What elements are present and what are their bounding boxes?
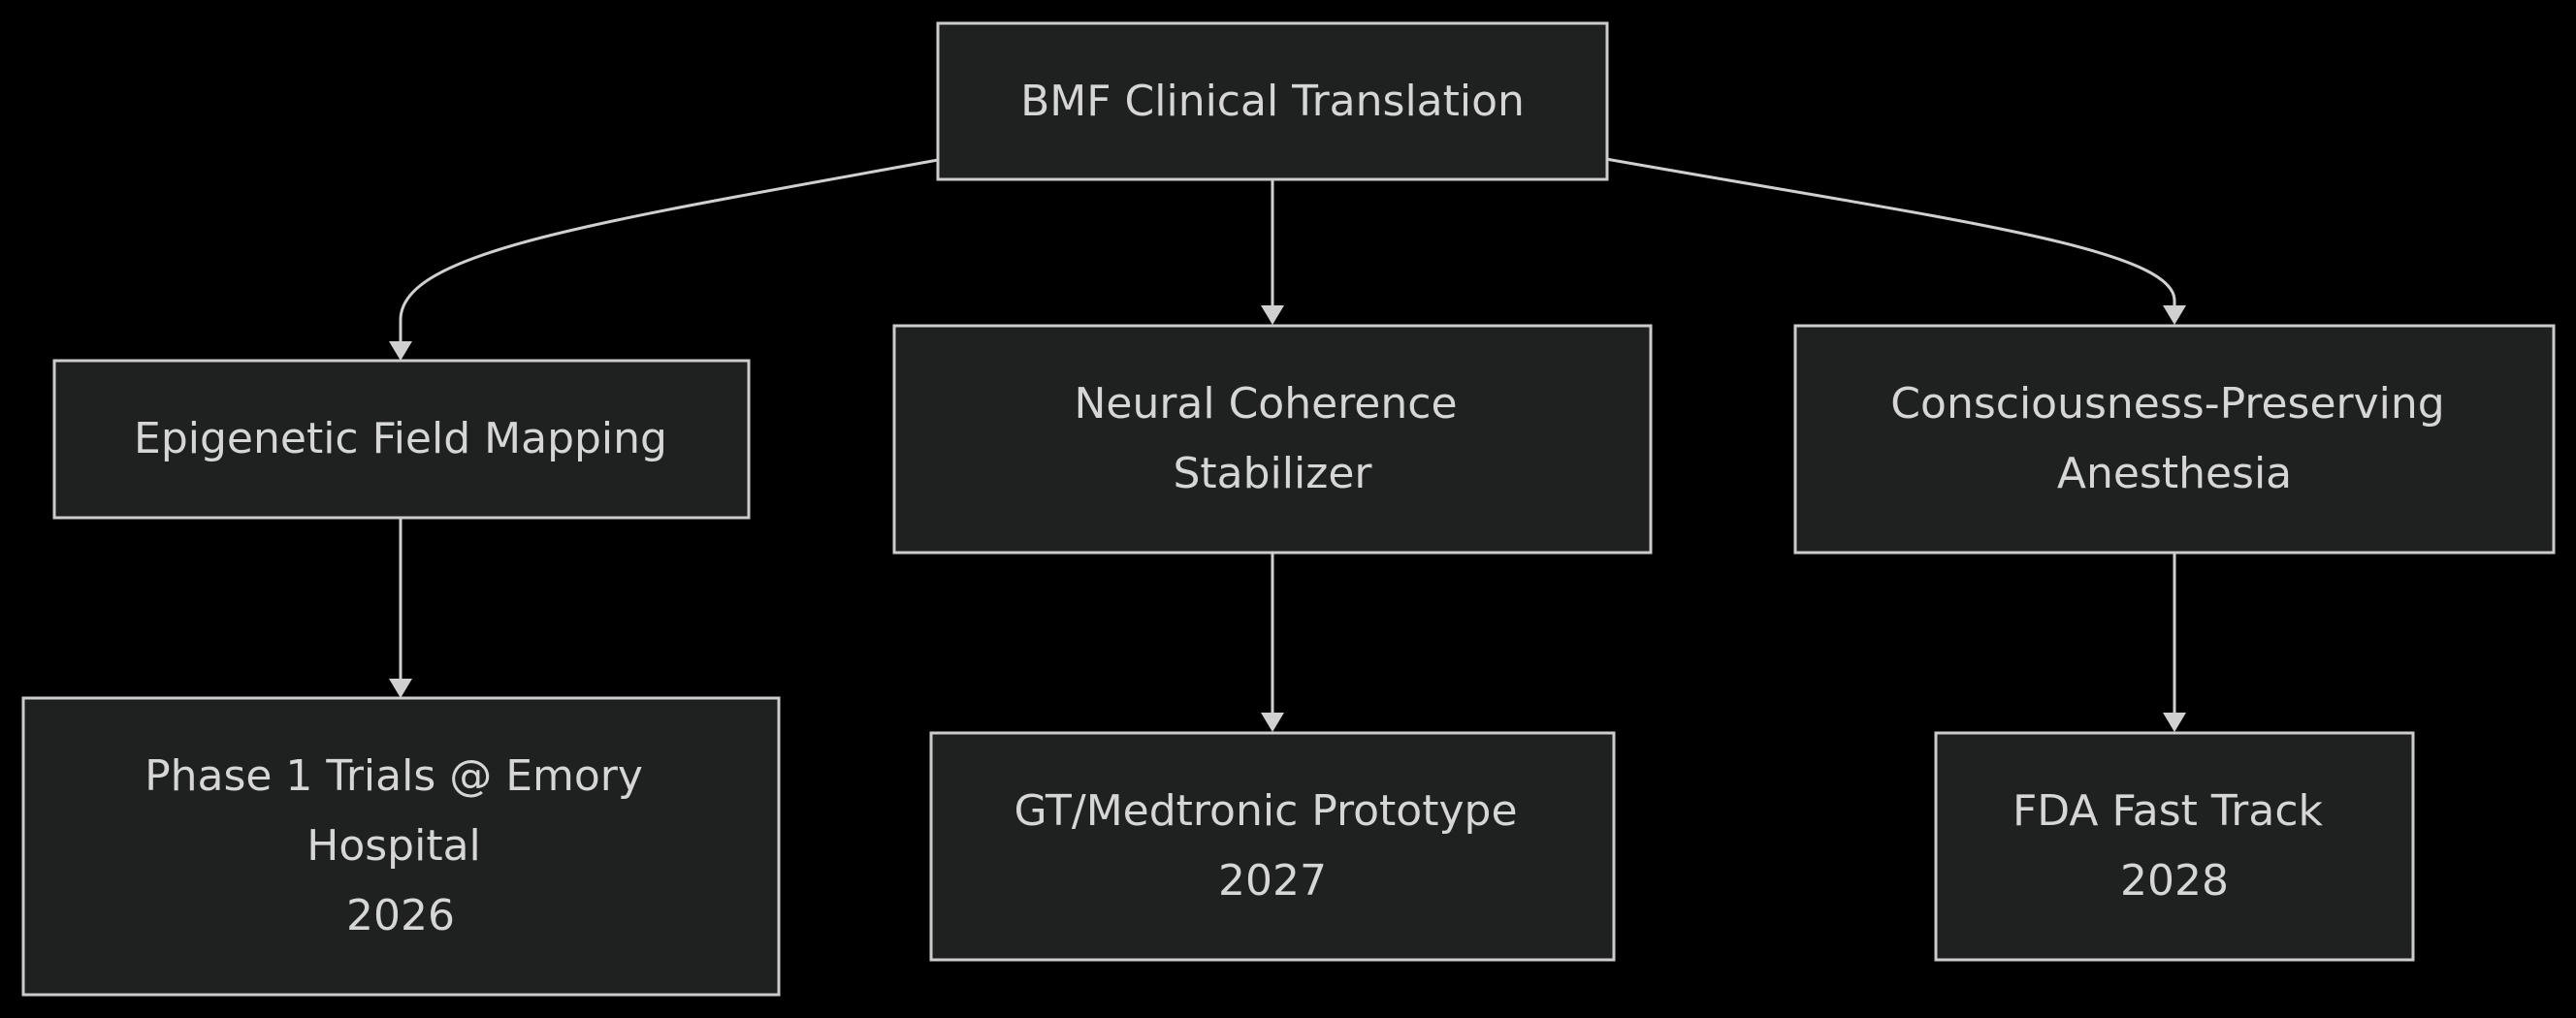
node-phase1: Phase 1 Trials @ Emory Hospital 2026 xyxy=(21,696,781,997)
node-epigenetic-line-1: Epigenetic Field Mapping xyxy=(134,414,667,463)
node-fda: FDA Fast Track 2028 xyxy=(1934,731,2415,962)
arrow-epigenetic-to-phase1 xyxy=(389,679,412,698)
node-fda-line-2: 2028 xyxy=(2120,856,2229,906)
node-prototype: GT/Medtronic Prototype 2027 xyxy=(929,731,1616,962)
arrow-anesthesia-to-fda xyxy=(2163,713,2186,732)
node-phase1-line-3: 2026 xyxy=(346,891,455,940)
node-root-line-1: BMF Clinical Translation xyxy=(1020,77,1525,126)
arrow-neural-to-prototype xyxy=(1261,713,1284,732)
node-root: BMF Clinical Translation xyxy=(936,21,1609,181)
node-neural: Neural Coherence Stabilizer xyxy=(892,324,1653,555)
svg-text:BMF Clinical Translation: BMF Clinical Translation xyxy=(1020,77,1525,126)
node-neural-line-1: Neural Coherence xyxy=(1074,379,1457,429)
node-fda-line-1: FDA Fast Track xyxy=(2012,786,2324,836)
node-phase1-line-2: Hospital xyxy=(306,821,481,871)
edges xyxy=(389,157,2186,732)
node-anesthesia-line-2: Anesthesia xyxy=(2057,449,2292,498)
node-anesthesia-line-1: Consciousness-Preserving xyxy=(1890,379,2444,429)
edge-root-to-epigenetic xyxy=(399,158,939,344)
node-phase1-line-1: Phase 1 Trials @ Emory xyxy=(145,751,643,801)
arrow-root-to-anesthesia xyxy=(2163,305,2186,325)
node-epigenetic: Epigenetic Field Mapping xyxy=(52,359,751,520)
node-prototype-line-1: GT/Medtronic Prototype xyxy=(1014,786,1517,836)
node-prototype-line-2: 2027 xyxy=(1218,856,1327,906)
arrow-root-to-neural xyxy=(1261,305,1284,325)
svg-text:GT/Medtronic Prototype 2: GT/Medtronic Prototype 2027 xyxy=(1014,786,1530,906)
svg-text:Neural Coherence Stabili: Neural Coherence Stabilizer xyxy=(1074,379,1470,498)
svg-text:FDA Fast Track 2028: FDA Fast Track 2028 xyxy=(2012,786,2336,906)
node-anesthesia: Consciousness-Preserving Anesthesia xyxy=(1793,324,2556,555)
node-neural-line-2: Stabilizer xyxy=(1173,449,1372,498)
edge-root-to-anesthesia xyxy=(1605,157,2176,308)
arrow-root-to-epigenetic xyxy=(389,341,412,361)
svg-text:Consciousness-Preserving: Consciousness-Preserving Anesthesia xyxy=(1890,379,2458,498)
svg-text:Epigenetic Field Mapping: Epigenetic Field Mapping xyxy=(134,414,667,463)
svg-text:Phase 1 Trials @ Emory H: Phase 1 Trials @ Emory Hospital 2026 xyxy=(145,751,657,940)
